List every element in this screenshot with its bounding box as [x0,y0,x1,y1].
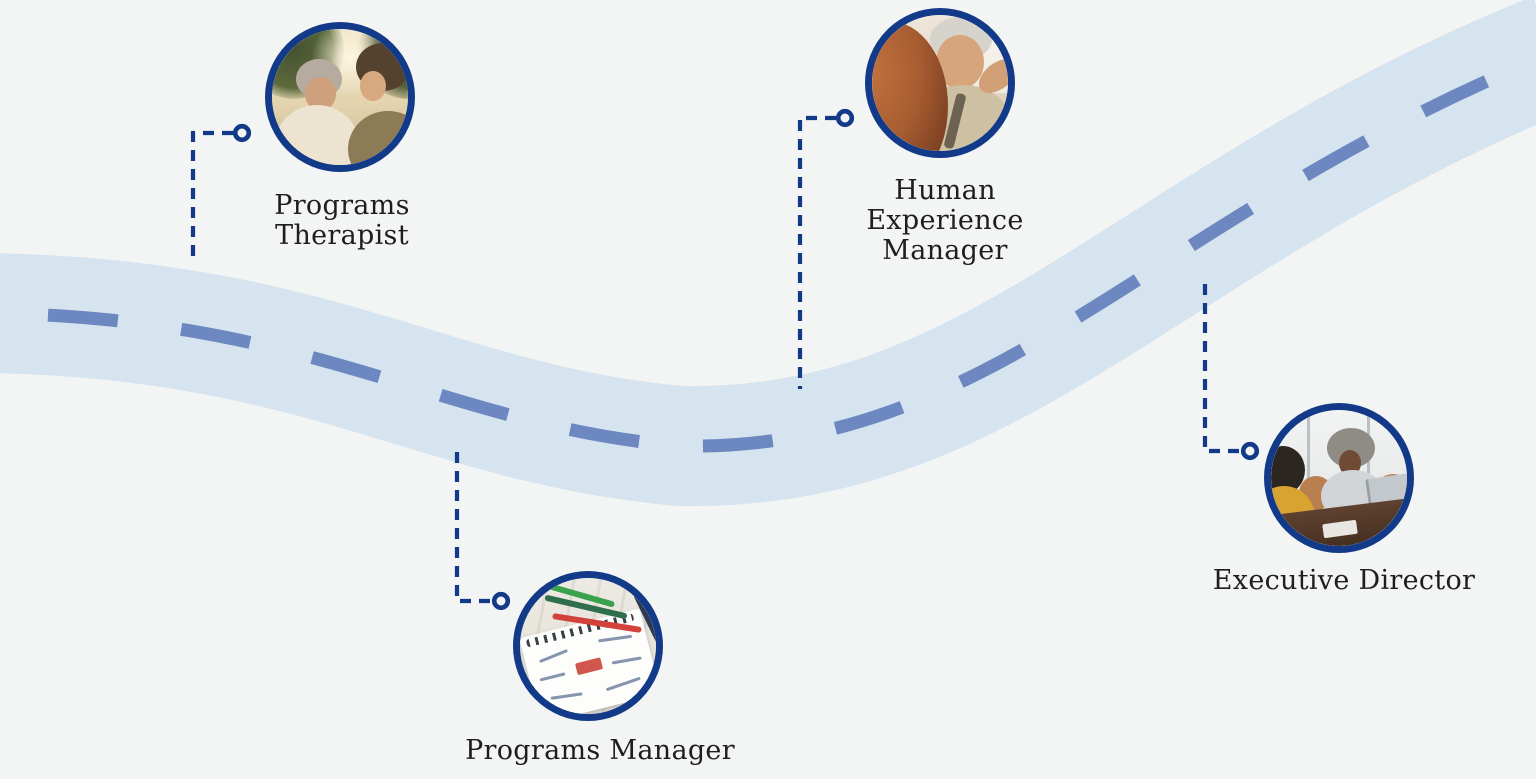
label-line: Programs Manager [465,735,735,766]
photo-art-smiling-elderly-man [872,15,1008,151]
programs-therapist-label: Programs Therapist [182,191,502,251]
road-center-dashes [0,52,1536,453]
connector-human-experience-manager [797,115,836,389]
label-line: Human [894,175,996,206]
label-line: Therapist [275,220,409,251]
programs-manager-photo [513,571,663,721]
label-line: Executive Director [1212,565,1476,596]
connector-node-dot-programs-manager [491,591,511,611]
executive-director-label: Executive Director [1184,566,1504,596]
photo-art-mind-map-notebook [520,578,656,714]
human-experience-manager-photo [865,8,1015,158]
connector-programs-manager [454,452,492,604]
connector-node-dot-programs-therapist [232,123,252,143]
programs-manager-label: Programs Manager [440,736,760,766]
mind-map-center [574,657,604,676]
connector-node-dot-executive-director [1240,441,1260,461]
photo-art-caregiver-elderly-woman [272,29,408,165]
label-line: Experience [866,205,1024,236]
connector-programs-therapist [190,130,233,264]
photo-art-business-meeting [1271,410,1407,546]
executive-director-photo [1264,403,1414,553]
human-experience-manager-label: Human Experience Manager [785,176,1105,266]
label-line: Manager [882,235,1008,266]
label-line: Programs [274,190,410,221]
programs-therapist-photo [265,22,415,172]
connector-node-dot-human-experience-manager [835,108,855,128]
connector-executive-director [1202,284,1241,454]
